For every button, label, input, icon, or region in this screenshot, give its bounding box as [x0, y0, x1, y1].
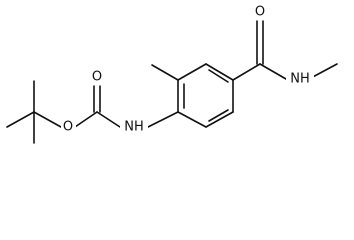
amide-nh-label: NH [290, 72, 310, 87]
ring-bond-c5-c6 [205, 111, 234, 128]
bond-nh-to-ring [147, 111, 179, 128]
oxygen-amide-label: O [255, 5, 265, 20]
bond-oxygen-to-carbonyl [74, 111, 98, 128]
ring-double-inner-3 [208, 109, 229, 122]
oxygen-carbonyl-bg [90, 69, 105, 85]
oxygen-ester-label: O [63, 120, 73, 135]
atom-labels: O O NH O NH [61, 4, 314, 135]
ring-double-inner-2 [208, 69, 229, 83]
molecule-diagram: O O NH O NH [6, 4, 338, 144]
carbamate-nh-label: NH [124, 120, 144, 135]
ring-bond-c2-c3 [177, 63, 207, 81]
bonds [6, 20, 338, 144]
bond-tbu-methyl-left [6, 111, 35, 128]
bond-ring-methyl [151, 64, 179, 81]
carbamate-nh-bg [120, 119, 148, 135]
bond-tbu-to-oxygen [33, 111, 62, 128]
oxygen-carbonyl-label: O [92, 70, 102, 85]
oxygen-amide-bg [253, 4, 268, 20]
ring-bond-c3-c4 [205, 63, 234, 81]
amide-nh-bg [286, 71, 314, 87]
bond-ring-to-amide-carbon [232, 63, 261, 81]
oxygen-ester-bg [61, 119, 76, 135]
structure-svg: O O NH O NH [6, 4, 338, 144]
bond-carbonyl-to-nh [96, 111, 121, 128]
ring-bond-c6-c1 [177, 111, 207, 128]
bond-amide-c-to-nh [259, 63, 287, 80]
